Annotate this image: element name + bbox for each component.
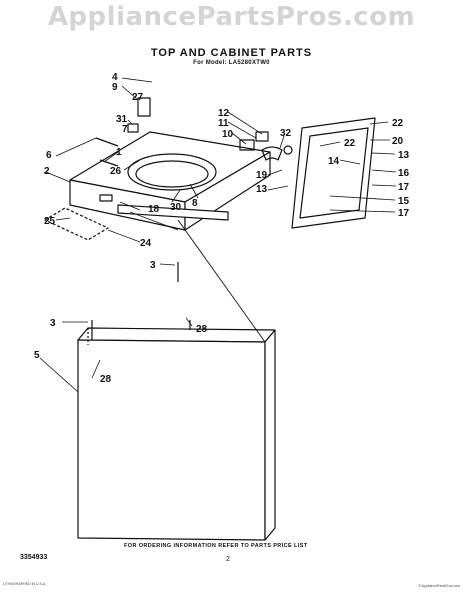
screws	[91, 262, 191, 340]
callout: 25	[44, 216, 56, 227]
callout: 18	[148, 204, 160, 215]
callout: 13	[256, 184, 268, 195]
cabinet-body	[77, 327, 276, 541]
callout: 3	[150, 260, 156, 271]
callout: 22	[344, 138, 356, 149]
fine-print-right: © AppliancePartsPros.com	[418, 584, 460, 588]
callout: 1	[116, 147, 122, 158]
ordering-note: FOR ORDERING INFORMATION REFER TO PARTS …	[124, 543, 308, 549]
callout: 2	[44, 166, 50, 177]
callout: 12	[218, 108, 230, 119]
callout-labels: 4 9 27 31 7 6 1 2 26 25 18 30 8 24 12 11…	[34, 72, 410, 385]
callout: 5	[34, 350, 40, 361]
callout: 6	[46, 150, 52, 161]
callout: 7	[122, 124, 128, 135]
callout: 15	[398, 196, 410, 207]
callout: 16	[398, 168, 410, 179]
base-panel	[44, 207, 109, 241]
callout: 27	[132, 92, 144, 103]
leader-lines	[39, 77, 397, 393]
document-number: 3354933	[20, 554, 48, 561]
callout: 28	[100, 374, 112, 385]
callout: 9	[112, 82, 118, 93]
callout: 11	[218, 118, 229, 129]
callout: 22	[392, 118, 404, 129]
callout: 3	[50, 318, 56, 329]
top-cabinet	[69, 131, 271, 343]
callout: 10	[222, 129, 234, 140]
diagram-title: TOP AND CABINET PARTS	[150, 47, 313, 59]
callout: 8	[192, 198, 198, 209]
callout: 30	[170, 202, 182, 213]
callout: 32	[280, 128, 292, 139]
callout: 17	[398, 182, 410, 193]
callout: 19	[256, 170, 268, 181]
callout: 4	[112, 72, 118, 83]
callout: 24	[140, 238, 152, 249]
callout: 26	[110, 166, 122, 177]
page-number: 2	[226, 556, 230, 563]
switch-parts	[95, 97, 151, 202]
callout: 17	[398, 208, 410, 219]
callout: 13	[398, 150, 410, 161]
fine-print-left: LITHOGRAPHED IN U.S.A.	[3, 582, 47, 586]
callout: 14	[328, 156, 340, 167]
watermark: AppliancePartsPros.com	[47, 2, 416, 32]
hinge-assembly	[239, 131, 293, 161]
callout: 28	[196, 324, 208, 335]
lid	[291, 117, 376, 229]
callout: 31	[116, 114, 128, 125]
model-subtitle: For Model: LA5280XTW0	[193, 60, 270, 66]
callout: 20	[392, 136, 404, 147]
